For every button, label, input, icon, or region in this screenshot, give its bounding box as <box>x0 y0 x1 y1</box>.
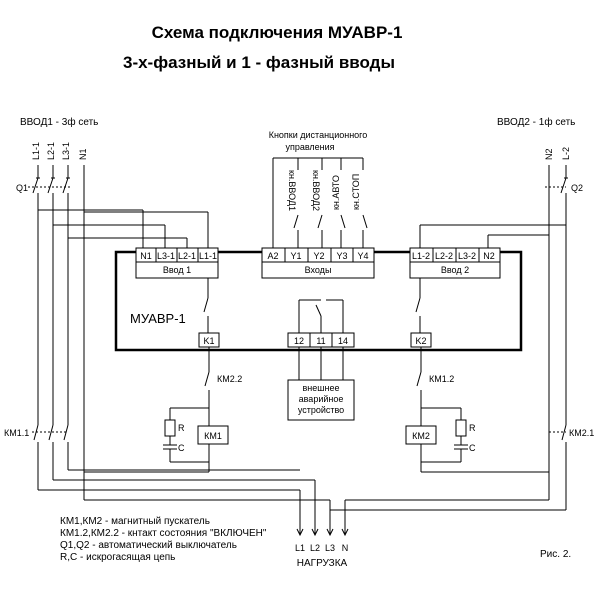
block-input1-label: Ввод 1 <box>163 265 191 275</box>
input2-to-block-wires <box>419 224 566 252</box>
load-line-label: N <box>342 543 349 553</box>
alarm-terminal-label: 14 <box>338 336 348 346</box>
internal-relay-contacts <box>203 278 421 333</box>
input2-label: ВВОД2 - 1ф сеть <box>497 116 575 128</box>
button-avto-label: кн.АВТО <box>331 175 341 210</box>
load-label: НАГРУЗКА <box>297 558 348 569</box>
block-inputs-terminal: Y3 <box>336 251 347 261</box>
alarm-device-text: аварийное <box>299 394 344 404</box>
button-vvod1-label: кн.ВВОД1 <box>287 170 297 211</box>
contactor-km1-1 <box>32 424 69 490</box>
left-contact-label: КМ2.2 <box>217 374 242 384</box>
remote-buttons-caption: управления <box>285 142 334 152</box>
legend-line: R,C - искрогасящая цепь <box>60 552 175 563</box>
title-line1: Схема подключения МУАВР-1 <box>152 23 403 42</box>
figure-label: Рис. 2. <box>540 549 571 560</box>
block-inputs-terminal: Y2 <box>313 251 324 261</box>
block-input2-label: Ввод 2 <box>441 265 469 275</box>
contactor-km2-1 <box>549 424 567 510</box>
terminal-k2-label: K2 <box>415 336 426 346</box>
block-input1 <box>135 247 219 279</box>
input1-line-label: L2-1 <box>46 142 56 160</box>
input1-wires <box>28 165 85 500</box>
remote-buttons-caption: Кнопки дистанционного <box>269 130 368 140</box>
input1-line-label: N1 <box>78 148 88 160</box>
input2-line-label: L-2 <box>561 147 571 160</box>
block-inputs-terminal: Y1 <box>290 251 301 261</box>
alarm-terminal-label: 11 <box>316 336 325 346</box>
button-stop-label: кн.СТОП <box>351 174 361 210</box>
right-r-label: R <box>469 423 476 433</box>
block-inputs-label: Входы <box>305 265 332 275</box>
left-r-label: R <box>178 423 185 433</box>
block-input1-terminal: L1-1 <box>199 251 217 261</box>
input2-breaker-label: Q2 <box>571 183 583 193</box>
block-input2-terminal: L1-2 <box>412 251 430 261</box>
right-coil-label: КМ2 <box>412 431 430 441</box>
input2-line-label: N2 <box>544 148 554 160</box>
load-line-label: L1 <box>295 543 305 553</box>
contactor-km2-1-label: КМ2.1 <box>569 428 594 438</box>
input2-wires <box>545 165 568 500</box>
block-input2-terminal: N2 <box>483 251 495 261</box>
block-input1-terminal: L3-1 <box>157 251 175 261</box>
legend-line: КМ1.2,КМ2.2 - кнтакт состояния "ВКЛЮЧЕН" <box>60 528 267 539</box>
button-vvod2-label: кн.ВВОД2 <box>311 170 321 211</box>
alarm-terminal-label: 12 <box>294 336 304 346</box>
load-line-label: L3 <box>325 543 335 553</box>
input1-label: ВВОД1 - 3ф сеть <box>20 116 98 128</box>
alarm-device-text: внешнее <box>303 383 340 393</box>
block-inputs-terminal: A2 <box>267 251 278 261</box>
input1-to-block-wires <box>38 209 209 252</box>
legend-line: КМ1,КМ2 - магнитный пускатель <box>60 516 210 527</box>
block-input2 <box>409 247 501 279</box>
alarm-terminals <box>287 332 355 348</box>
left-c-label: C <box>178 443 185 453</box>
left-branch <box>84 347 229 473</box>
device-name: МУАВР-1 <box>130 311 186 326</box>
contactor-km1-1-label: КМ1.1 <box>4 428 29 438</box>
block-inputs-terminal: Y4 <box>357 251 368 261</box>
block-input2-terminal: L3-2 <box>458 251 476 261</box>
right-branch <box>405 347 549 473</box>
block-inputs <box>261 247 375 279</box>
alarm-device-box <box>287 379 355 421</box>
terminal-k1-label: K1 <box>203 336 214 346</box>
input1-line-label: L1-1 <box>31 142 41 160</box>
legend-line: Q1,Q2 - автоматический выключатель <box>60 540 237 551</box>
title-line2: 3-х-фазный и 1 - фазный вводы <box>123 53 395 72</box>
block-input1-terminal: N1 <box>140 251 152 261</box>
alarm-device-wires <box>298 347 344 380</box>
left-coil-label: КМ1 <box>204 431 222 441</box>
right-contact-label: КМ1.2 <box>429 374 454 384</box>
right-c-label: C <box>469 443 476 453</box>
alarm-device-text: устройство <box>298 405 344 415</box>
block-input2-terminal: L2-2 <box>435 251 453 261</box>
block-input1-terminal: L2-1 <box>178 251 196 261</box>
load-line-label: L2 <box>310 543 320 553</box>
load-wiring <box>38 469 566 537</box>
input1-line-label: L3-1 <box>61 142 71 160</box>
input1-breaker-label: Q1 <box>16 183 28 193</box>
